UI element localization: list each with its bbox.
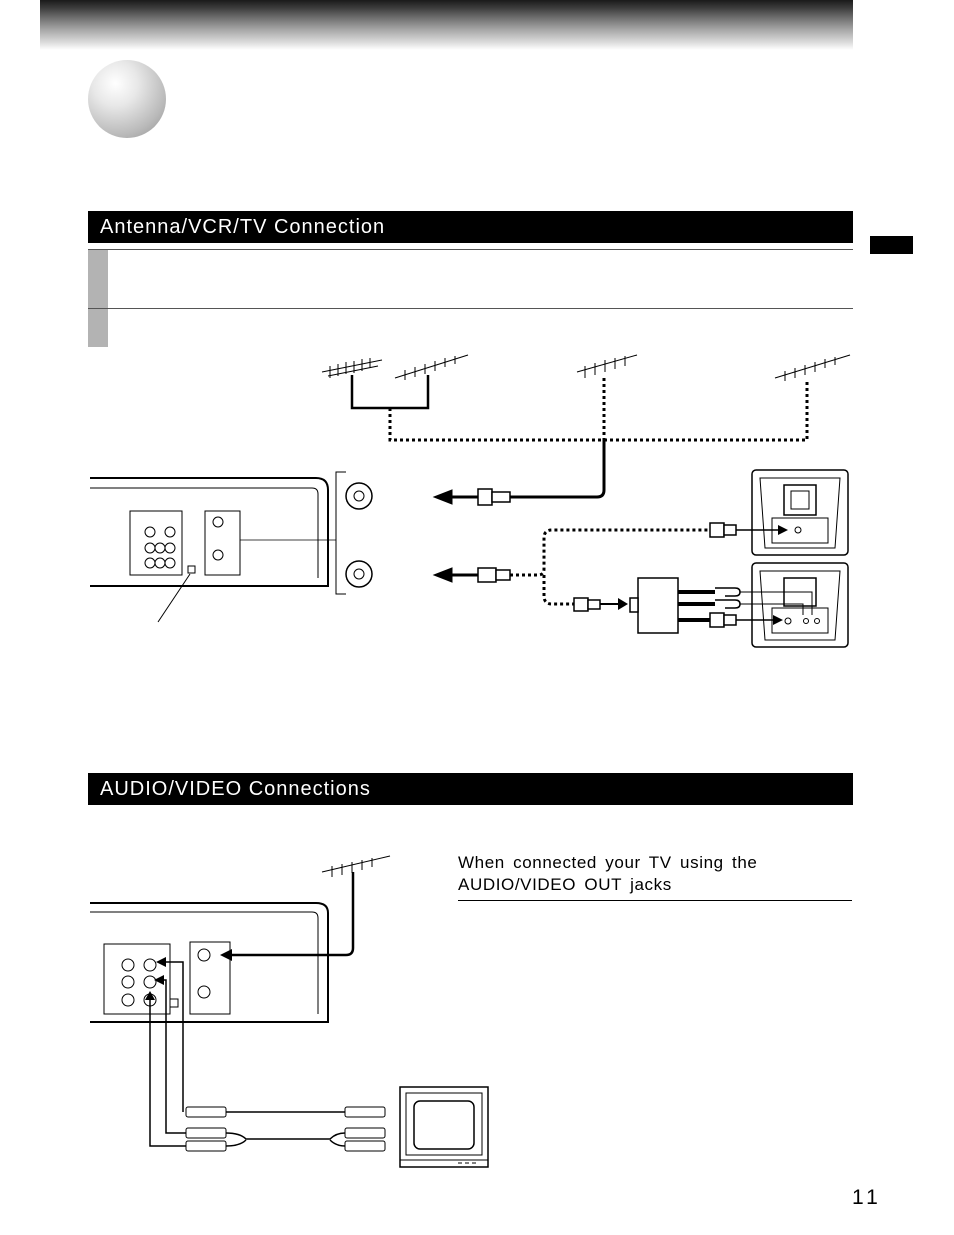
antenna-icon (774, 354, 851, 381)
step-tab (88, 250, 108, 309)
arrow-icon (432, 488, 511, 506)
header-gradient-band (40, 0, 853, 50)
step-block-1 (88, 249, 853, 309)
vcr-rear-panel (90, 477, 336, 623)
rf-jack-enlargement (335, 471, 373, 595)
arrow-icon (432, 567, 511, 583)
antenna-icon (321, 358, 383, 378)
splitter-icon (629, 577, 679, 634)
chapter-sphere-icon (88, 60, 166, 138)
av-subheading: When connected your TV using the AUDIO/V… (458, 852, 852, 901)
chapter-tab-marker (870, 236, 913, 254)
section-title-antenna: Antenna/VCR/TV Connection (88, 211, 853, 243)
vcr-rear-panel (90, 902, 329, 1023)
rca-cable-icon (185, 1106, 386, 1152)
step-block-2 (88, 308, 853, 347)
tv-front-icon (399, 1086, 489, 1168)
antenna-icon (321, 855, 391, 877)
antenna-icon (394, 354, 469, 380)
step-tab (88, 309, 108, 347)
antenna-icon (576, 354, 638, 378)
tv-rear-icon (740, 562, 849, 648)
page-number: 11 (852, 1186, 882, 1209)
tv-rear-icon (751, 469, 849, 556)
section-title-audio-video: AUDIO/VIDEO Connections (88, 773, 853, 805)
